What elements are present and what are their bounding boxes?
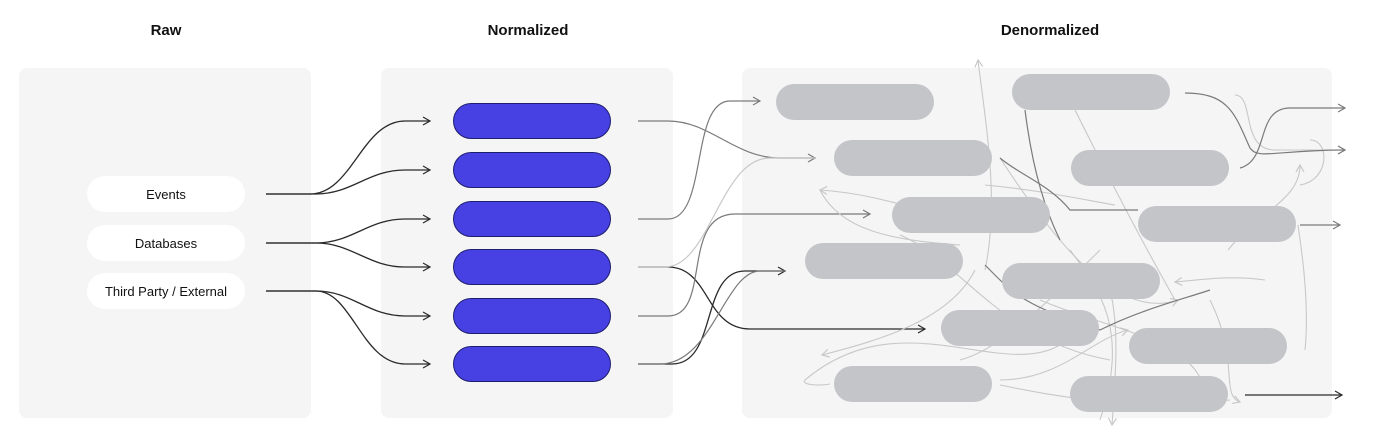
denormalized-node: [941, 310, 1099, 346]
denormalized-node: [834, 140, 992, 176]
raw-to-normalized-connectors: [266, 116, 432, 369]
normalized-node: [453, 298, 611, 334]
normalized-node: [453, 103, 611, 139]
denormalized-heading: Denormalized: [1000, 22, 1100, 39]
source-events: Events: [87, 176, 245, 212]
source-databases: Databases: [87, 225, 245, 261]
denormalized-node: [834, 366, 992, 402]
denormalized-node: [1129, 328, 1287, 364]
denormalized-node: [1070, 376, 1228, 412]
source-third-party-external: Third Party / External: [87, 273, 245, 309]
denormalized-node: [1012, 74, 1170, 110]
source-label: Third Party / External: [104, 283, 228, 299]
denormalized-node: [776, 84, 934, 120]
normalized-node: [453, 201, 611, 237]
normalized-node: [453, 152, 611, 188]
raw-heading: Raw: [150, 22, 182, 39]
normalized-heading: Normalized: [487, 22, 569, 39]
normalized-node: [453, 346, 611, 382]
denormalized-node: [1138, 206, 1296, 242]
denormalized-node: [1002, 263, 1160, 299]
denormalized-node: [1071, 150, 1229, 186]
denormalized-node: [805, 243, 963, 279]
normalized-to-denormalized-light-connectors: [638, 157, 815, 268]
normalized-to-denormalized-dark-connectors: [638, 266, 927, 365]
source-label: Events: [146, 186, 186, 202]
normalized-to-denormalized-mid-connectors: [638, 96, 872, 365]
normalized-node: [453, 249, 611, 285]
denormalized-node: [892, 197, 1050, 233]
source-label: Databases: [134, 235, 198, 251]
